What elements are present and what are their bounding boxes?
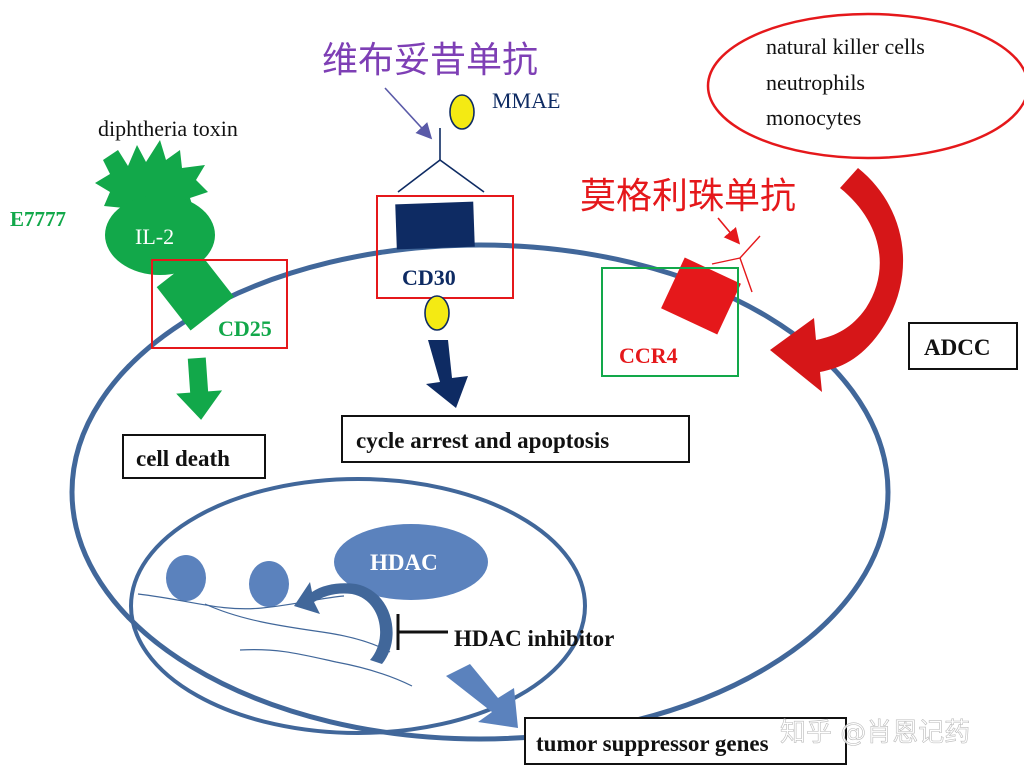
cd30-label: CD30: [402, 265, 456, 290]
hdac-label: HDAC: [370, 550, 438, 575]
hdac-inhibitor-label: HDAC inhibitor: [454, 626, 614, 651]
cd25-label: CD25: [218, 316, 272, 341]
gene-expression-arrow: [446, 664, 518, 728]
histone-2: [249, 561, 289, 607]
cell-death-arrow: [176, 357, 223, 420]
inhibition-bar: [396, 614, 448, 650]
brentuximab-label: 维布妥昔单抗: [322, 40, 538, 81]
nucleus-membrane: [129, 477, 587, 735]
hdac-enzyme: [334, 524, 488, 600]
dna-strand-3: [239, 649, 413, 687]
cd25-highlight-box: [151, 259, 288, 349]
effector-cells-ellipse: [706, 12, 1024, 160]
tumor-suppressor-box: [524, 717, 847, 765]
watermark: 知乎 @肖恩记药: [780, 718, 970, 748]
apoptosis-box: [341, 415, 690, 463]
effector-cell-2: neutrophils: [766, 70, 865, 95]
adcc-arrow: [770, 168, 904, 392]
histone-1: [166, 555, 206, 601]
brentuximab-pointer-arrow: [384, 87, 433, 140]
dna-strand-2: [204, 603, 391, 653]
diphtheria-toxin-label: diphtheria toxin: [98, 116, 238, 141]
mogamulizumab-label: 莫格利珠单抗: [580, 176, 796, 217]
cd30-receptor: [395, 201, 475, 250]
effector-cell-3: monocytes: [766, 105, 861, 130]
ccr4-highlight-box: [601, 267, 739, 377]
antibody-y-shape: [397, 128, 485, 193]
il2-shape: [105, 195, 215, 275]
cd25-receptor: [156, 253, 234, 331]
adcc-box: [908, 322, 1018, 370]
mogamulizumab-pointer-arrow: [717, 217, 741, 245]
tumor-suppressor-label: tumor suppressor genes: [536, 731, 769, 756]
cd30-highlight-box: [376, 195, 514, 299]
adcc-label: ADCC: [924, 335, 990, 360]
il2-label: IL-2: [135, 224, 174, 249]
e7777-label: E7777: [10, 207, 66, 231]
cell-death-box: [122, 434, 266, 479]
apoptosis-label: cycle arrest and apoptosis: [356, 428, 609, 453]
dna-strand-1: [137, 593, 345, 610]
deacetylation-arrow: [294, 582, 393, 664]
cell-membrane: [69, 242, 891, 742]
cell-death-label: cell death: [136, 446, 230, 471]
antibody-y-red: [711, 235, 761, 293]
apoptosis-arrow: [426, 340, 468, 408]
ccr4-label: CCR4: [619, 343, 678, 368]
ccr4-receptor: [661, 257, 741, 335]
mmae-payload-top: [449, 94, 475, 130]
mmae-payload-internal: [424, 295, 450, 331]
effector-cell-1: natural killer cells: [766, 34, 925, 59]
mmae-label: MMAE: [492, 88, 560, 113]
